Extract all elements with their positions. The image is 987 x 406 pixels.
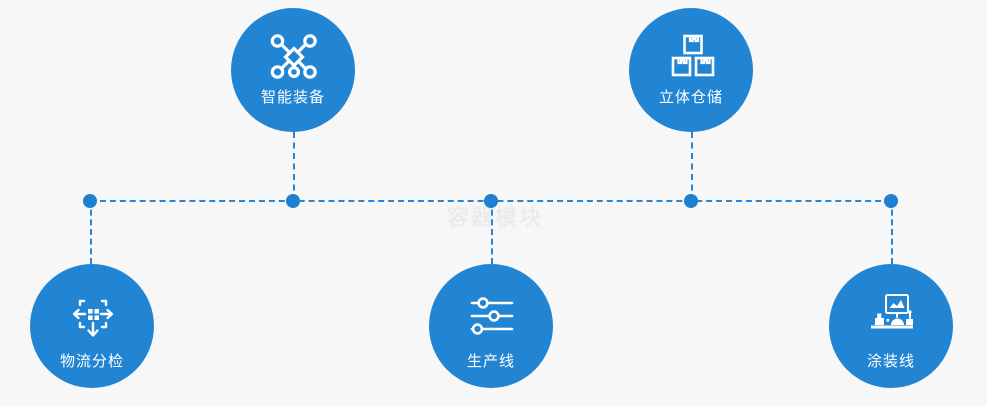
- junction-node-logistics-sorting[interactable]: [83, 194, 97, 208]
- node-stereoscopic-warehouse[interactable]: 立体仓储: [629, 8, 753, 132]
- node-label-intelligent-equipment: 智能装备: [260, 89, 325, 106]
- connector-line-stereoscopic-warehouse: [691, 132, 693, 201]
- junction-node-painting-line[interactable]: [884, 194, 898, 208]
- connector-line-intelligent-equipment: [293, 132, 295, 201]
- node-logistics-sorting[interactable]: 物流分检: [30, 264, 154, 388]
- network-nodes-icon: [268, 32, 318, 80]
- sliders-icon: [466, 292, 516, 340]
- node-label-logistics-sorting: 物流分检: [59, 353, 124, 370]
- node-production-line[interactable]: 生产线: [429, 264, 553, 388]
- node-painting-line[interactable]: 涂装线: [829, 264, 953, 388]
- junction-node-stereoscopic-warehouse[interactable]: [684, 194, 698, 208]
- node-label-stereoscopic-warehouse: 立体仓储: [658, 89, 723, 106]
- factory-monitor-icon: [866, 292, 916, 340]
- node-label-painting-line: 涂装线: [866, 353, 915, 370]
- connector-line-logistics-sorting: [90, 200, 92, 264]
- sorting-arrows-icon: [67, 292, 117, 340]
- connector-line-production-line: [491, 200, 493, 264]
- stacked-boxes-icon: [666, 32, 716, 80]
- watermark-text: 容器模块: [446, 205, 543, 230]
- connector-line-painting-line: [891, 200, 893, 264]
- node-label-production-line: 生产线: [466, 353, 515, 370]
- node-intelligent-equipment[interactable]: 智能装备: [231, 8, 355, 132]
- junction-node-intelligent-equipment[interactable]: [286, 194, 300, 208]
- junction-node-production-line[interactable]: [484, 194, 498, 208]
